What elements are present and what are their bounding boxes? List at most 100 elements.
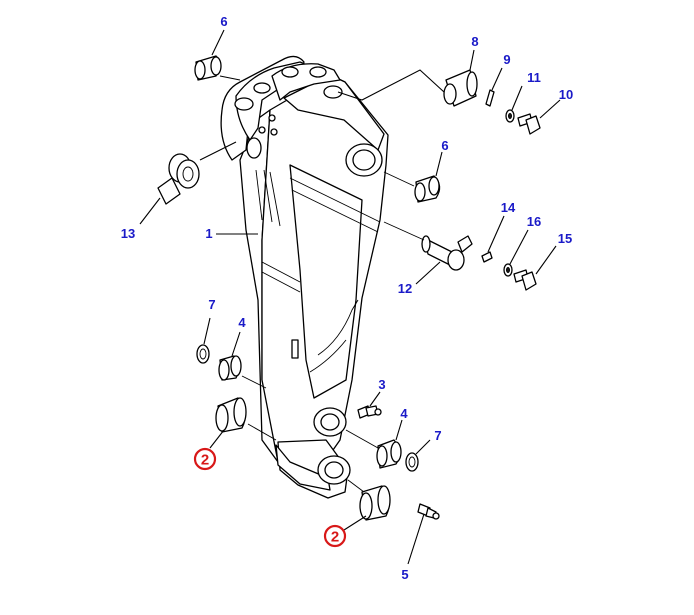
part-4-bushing-right[interactable] [376, 439, 402, 469]
pin-8-face [466, 71, 478, 97]
upper-pin-boss-inner [352, 149, 376, 171]
arm-assembly[interactable] [220, 55, 389, 499]
callout-11: 11 [527, 70, 541, 85]
top-pin-boss-4 [309, 66, 327, 78]
front-upper-boss [323, 85, 343, 99]
bushing-4a-face [230, 355, 242, 377]
callout-2-right[interactable]: 2 [323, 524, 347, 548]
leader-13-arm [199, 141, 237, 161]
top-pin-boss-3 [281, 66, 299, 78]
web-curve-2 [309, 339, 347, 373]
part-2-bushing-right[interactable] [359, 485, 391, 521]
leader-9 [491, 67, 503, 91]
leader-7b [415, 439, 431, 455]
callout-12: 12 [398, 281, 412, 296]
leader-8-arm [337, 69, 445, 101]
part-14-lock-pin[interactable] [481, 251, 493, 263]
part-8-pin[interactable] [443, 69, 478, 107]
callout-6-right: 6 [441, 138, 448, 153]
callout-2-right-label: 2 [331, 529, 339, 546]
leader-2a [209, 429, 225, 449]
callout-2-left[interactable]: 2 [193, 447, 217, 471]
bottom-pin-boss-inner [324, 461, 344, 479]
leader-6a [211, 29, 225, 56]
callout-15: 15 [558, 231, 572, 246]
washer-16-hole [506, 267, 510, 273]
pin-12-head [447, 249, 465, 271]
shim-2 [176, 159, 200, 189]
bushing-6a-face [210, 56, 222, 76]
bushing-6b-end [414, 182, 426, 202]
leader-10 [539, 99, 561, 119]
part-16-washer[interactable] [503, 263, 513, 277]
part-10-bolt[interactable] [517, 113, 541, 135]
callout-16: 16 [527, 214, 541, 229]
top-pin-boss-1 [234, 97, 254, 111]
callout-14: 14 [501, 200, 516, 215]
callout-6-top: 6 [220, 14, 227, 29]
highlight-ring-2-left [193, 447, 217, 471]
callout-5: 5 [401, 567, 408, 582]
part-6-bushing-right[interactable] [414, 175, 441, 203]
seal-7a-outer [196, 344, 210, 364]
part-9-lock-pin[interactable] [485, 89, 495, 107]
part-5-grease-fitting[interactable] [417, 503, 440, 520]
axis-6b [383, 171, 415, 187]
leader-15 [535, 245, 557, 275]
arm-bottom-plate [275, 444, 331, 491]
callout-8: 8 [471, 34, 478, 49]
callout-4-right: 4 [400, 406, 408, 421]
part-6-bushing-top[interactable] [194, 55, 222, 81]
part-7-seal-right[interactable] [405, 452, 419, 472]
part-11-washer[interactable] [505, 109, 515, 123]
bushing-2a-face [233, 397, 247, 427]
left-boss [246, 137, 262, 159]
axis-4a [241, 375, 267, 389]
side-slot-3 [269, 171, 281, 227]
callout-13: 13 [121, 226, 135, 241]
shim-tag [157, 177, 181, 205]
axis-2b [347, 479, 365, 493]
top-pin-boss-2 [253, 82, 271, 94]
part-3-grease-fitting[interactable] [357, 405, 382, 419]
leader-14 [487, 215, 505, 253]
pin-12-tab [457, 235, 473, 253]
bolt-hole-1 [268, 114, 276, 122]
leader-12 [415, 261, 441, 285]
side-slot-1 [255, 169, 263, 221]
side-rib-2 [261, 271, 301, 293]
axis-2a [247, 423, 277, 441]
leader-11 [511, 85, 523, 111]
fitting-5-tip [432, 512, 440, 520]
side-slot-2 [263, 169, 273, 223]
bolt-10-head [525, 115, 541, 135]
web-rib-upper [289, 177, 381, 223]
bushing-6b-face [428, 176, 440, 196]
leader-6b [435, 151, 443, 177]
axis-4b [345, 429, 379, 449]
callout-3: 3 [378, 377, 385, 392]
leader-6a-arm [219, 75, 241, 81]
part-7-seal-left[interactable] [196, 344, 210, 364]
shim-hole [182, 166, 194, 182]
arm-slot [291, 339, 299, 359]
part-13-shims[interactable] [157, 153, 200, 205]
callout-7-right: 7 [434, 428, 441, 443]
arm-web-panel [289, 164, 363, 399]
callout-10: 10 [559, 87, 573, 102]
part-4-bushing-left[interactable] [218, 355, 242, 381]
leader-7a [203, 317, 211, 345]
seal-7b-inner [408, 456, 416, 468]
part-15-bolt[interactable] [513, 269, 537, 291]
part-12-pin[interactable] [421, 235, 473, 271]
leader-4b [395, 419, 403, 441]
bushing-6a-end [194, 60, 206, 80]
callout-7-left: 7 [208, 297, 215, 312]
top-clevis-left [220, 55, 305, 161]
bolt-hole-3 [270, 128, 278, 136]
leader-16 [509, 229, 529, 265]
pin-12-end [421, 235, 431, 253]
part-2-bushing-left[interactable] [215, 397, 247, 433]
bushing-4b-face [390, 441, 402, 463]
